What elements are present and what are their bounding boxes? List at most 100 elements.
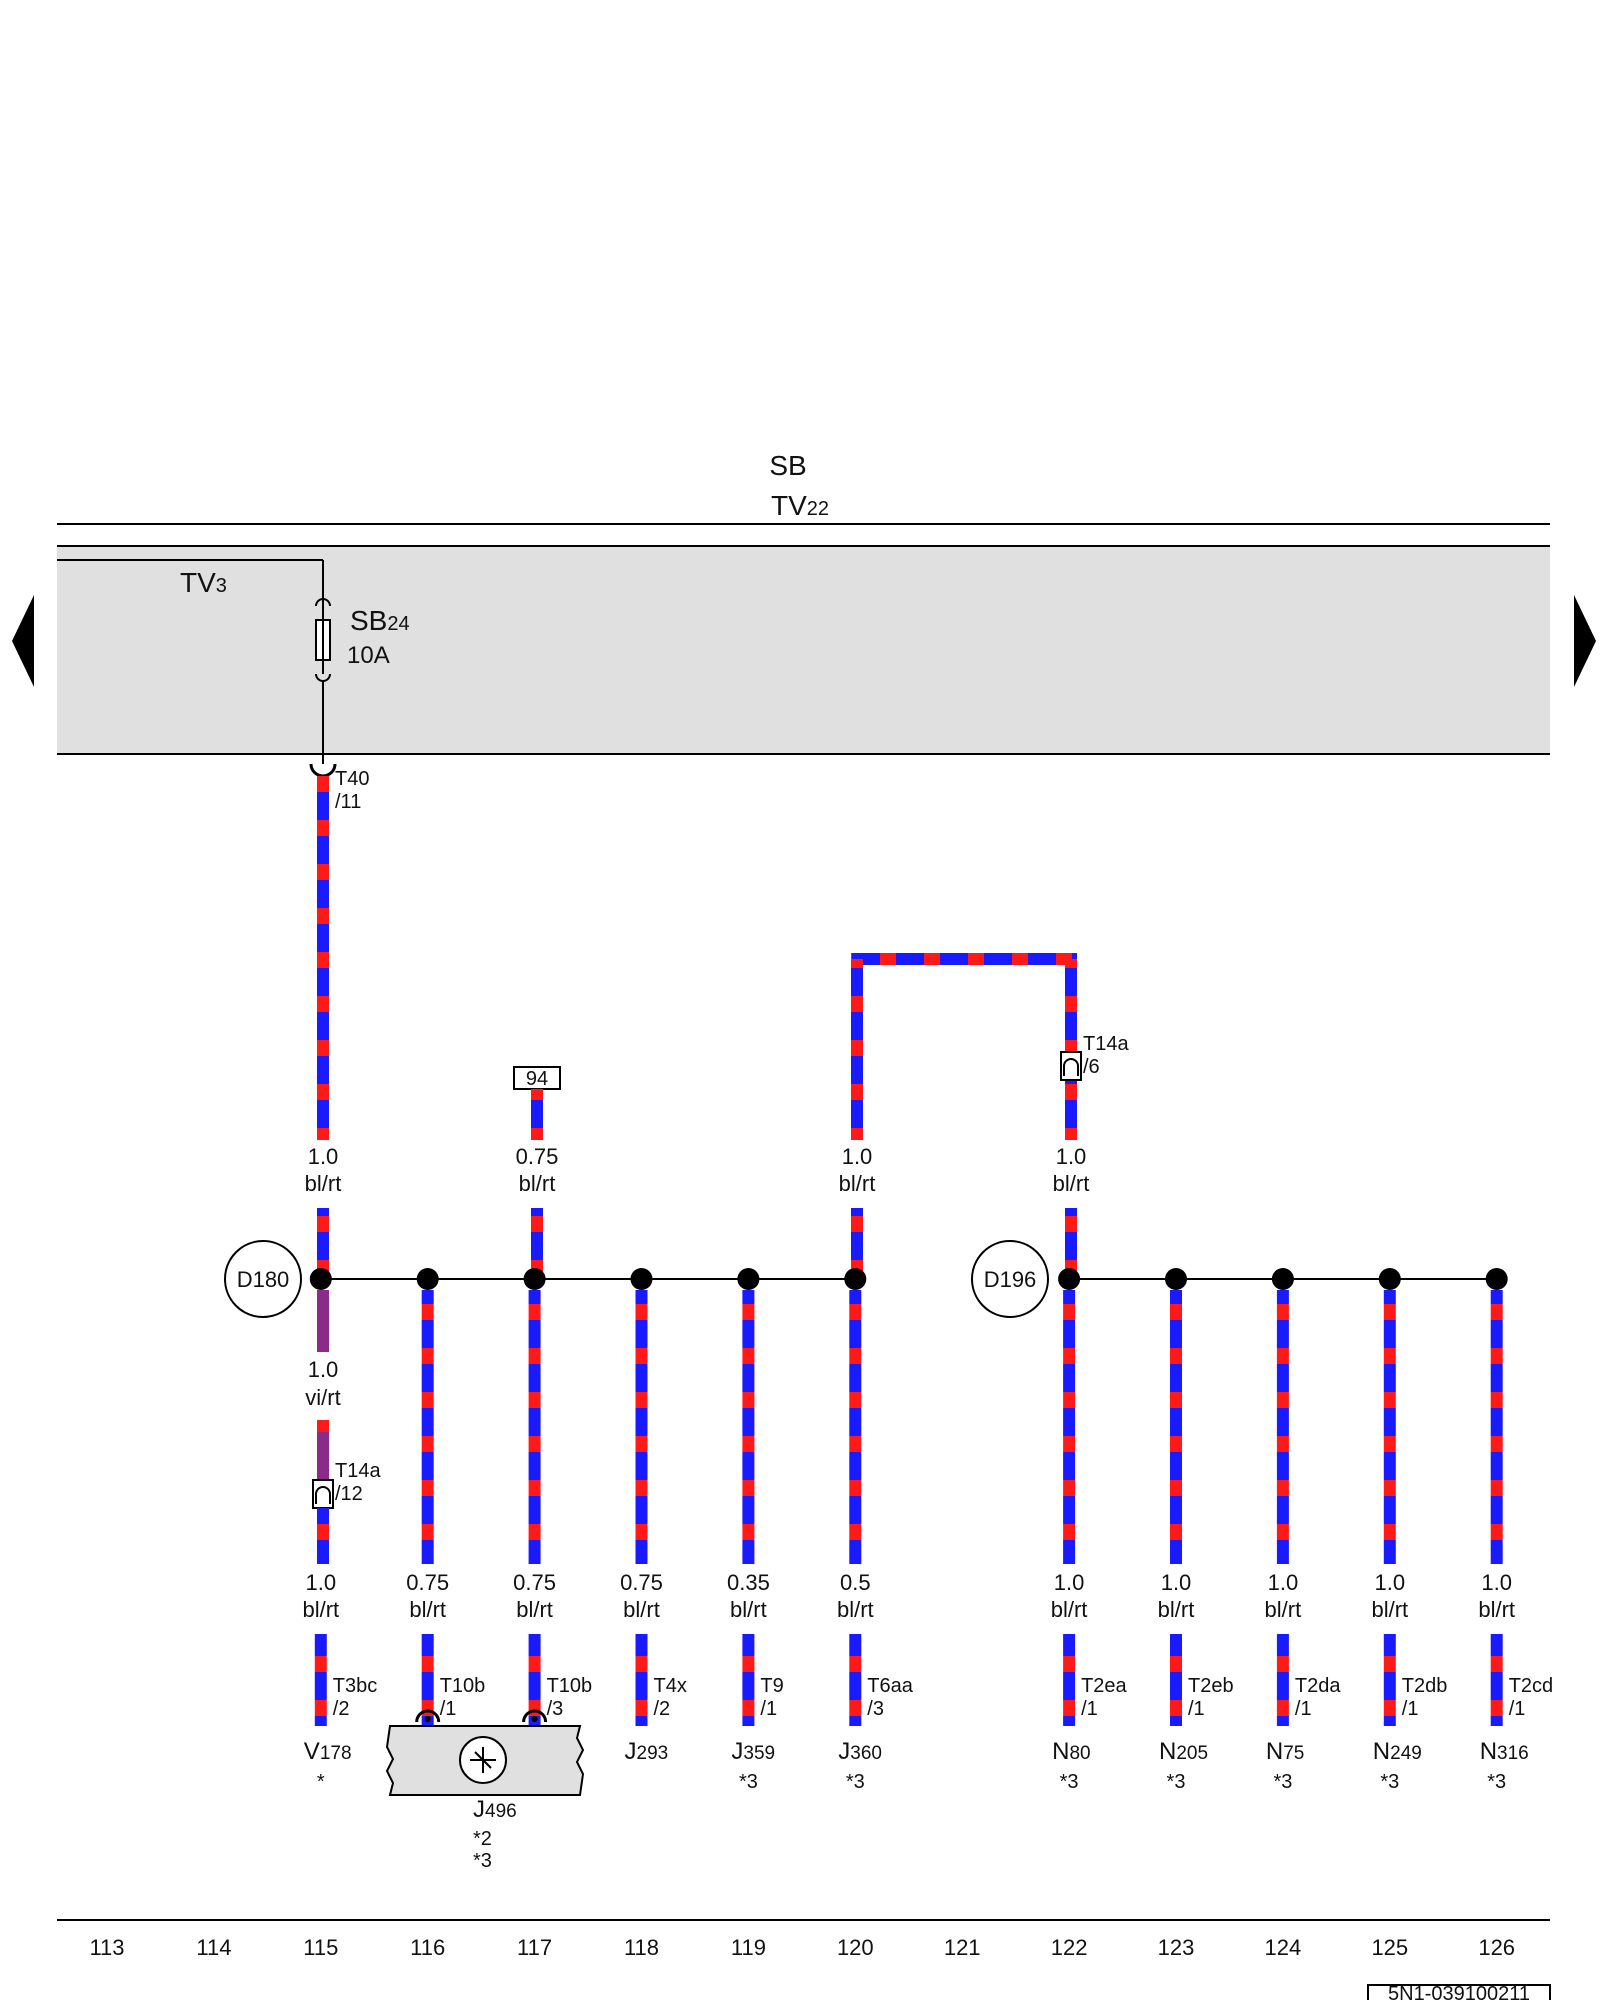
column-number-126: 126 (1478, 1935, 1515, 1960)
branch-117-wire-lower (528, 1634, 541, 1726)
branch-125-pin: /1 (1402, 1698, 1419, 1720)
branch-118-wire (635, 1290, 648, 1564)
branch-126-component-base: N (1480, 1738, 1497, 1765)
branch-123-size: 1.0 (1161, 1570, 1192, 1595)
branch-115-wire-lower (314, 1634, 327, 1726)
branch-119-pin: /1 (760, 1698, 777, 1720)
column-number-118: 118 (624, 1935, 659, 1960)
fuse-label-sub: 24 (387, 613, 409, 635)
t14a-12-conn: T14a (335, 1460, 381, 1482)
branch-116-size: 0.75 (406, 1570, 449, 1595)
pin-icon (522, 1709, 548, 1723)
branch-124-pin: /1 (1295, 1698, 1312, 1720)
wire-115-color: bl/rt (305, 1171, 342, 1196)
wire-120u-color: bl/rt (839, 1171, 876, 1196)
terminal-label: TV22 (771, 490, 829, 521)
branch-120-conn: T6aa (867, 1675, 913, 1697)
t40-conn: T40 (335, 768, 369, 790)
loop-wire-top (851, 953, 1077, 965)
j496-note-2: *3 (473, 1850, 492, 1872)
branch-125-wire (1383, 1290, 1396, 1564)
splice-node-123 (1165, 1268, 1187, 1290)
wire-115-upper (317, 776, 329, 1140)
branch-123-component-base: N (1159, 1738, 1176, 1765)
branch-124-note: *3 (1273, 1771, 1292, 1793)
wire-115-violet-b (317, 1420, 329, 1432)
column-number-120: 120 (837, 1935, 874, 1960)
doc-code-box (1367, 1984, 1551, 2000)
branch-115-component-sub: 178 (320, 1743, 352, 1764)
branch-116-pin: /1 (440, 1698, 457, 1720)
branch-126-component: N316 (1480, 1738, 1529, 1765)
branch-116-wire-lower (421, 1634, 434, 1726)
splice-node-126 (1485, 1268, 1508, 1290)
previous-page-arrow[interactable] (12, 595, 34, 687)
branch-122-component-base: N (1052, 1738, 1069, 1765)
branch-126-pin: /1 (1509, 1698, 1526, 1720)
column-number-124: 124 (1265, 1935, 1302, 1960)
column-number-125: 125 (1371, 1935, 1408, 1960)
branch-125-color: bl/rt (1371, 1597, 1408, 1622)
branch-124-component: N75 (1266, 1738, 1304, 1765)
branch-122-component-sub: 80 (1069, 1743, 1090, 1764)
branch-122-component: N80 (1052, 1738, 1090, 1765)
violet-wire-color: vi/rt (305, 1385, 340, 1410)
branch-119-wire-lower (742, 1634, 755, 1726)
splice-icon: D180 (224, 1240, 302, 1318)
next-page-arrow[interactable] (1574, 595, 1596, 687)
wire-122u-color: bl/rt (1053, 1171, 1090, 1196)
column-number-122: 122 (1051, 1935, 1088, 1960)
branch-119-note: *3 (739, 1771, 758, 1793)
component-j496: J496 *2 *3 (385, 1725, 585, 1872)
violet-wire-size: 1.0 (308, 1357, 339, 1382)
wire-117u-size: 0.75 (516, 1144, 559, 1169)
branch-125-component-base: N (1373, 1738, 1390, 1765)
branch-120-pin: /3 (867, 1698, 884, 1720)
branch-117-size: 0.75 (513, 1570, 556, 1595)
splice-node-125 (1378, 1268, 1401, 1290)
fuse-box-name: SB (769, 450, 806, 481)
branch-120-wire-lower (849, 1634, 862, 1726)
splice-node-115 (309, 1268, 332, 1290)
branch-123-note: *3 (1167, 1771, 1186, 1793)
branch-117-conn: T10b (547, 1675, 593, 1697)
branch-116-color: bl/rt (409, 1597, 446, 1622)
wire-115-violet-c (317, 1432, 329, 1482)
j496-note-1: *2 (473, 1828, 492, 1850)
loop-wire-120 (851, 959, 863, 1140)
branch-117-color: bl/rt (516, 1597, 553, 1622)
branch-119-component-sub: 359 (743, 1743, 775, 1764)
branch-126-color: bl/rt (1478, 1597, 1515, 1622)
connector-icon (309, 763, 337, 778)
fuse-label-base: SB (350, 605, 387, 636)
branch-123-color: bl/rt (1158, 1597, 1195, 1622)
splice-node-118 (630, 1268, 653, 1290)
terminal-label-base: TV (771, 490, 807, 521)
wire-122-upper-lower (1065, 1208, 1077, 1278)
branch-122-wire-lower (1063, 1634, 1076, 1726)
left-feed-label-sub: 3 (216, 575, 227, 597)
t14a-12-pin: /12 (335, 1483, 363, 1505)
branch-122-size: 1.0 (1054, 1570, 1085, 1595)
branch-122-note: *3 (1060, 1771, 1079, 1793)
branch-116-conn: T10b (440, 1675, 486, 1697)
j496-label-base: J (473, 1796, 485, 1823)
j496-label: J496 (473, 1796, 517, 1823)
column-number-115: 115 (303, 1935, 338, 1960)
splice-d196-label: D196 (984, 1267, 1037, 1292)
branch-120-component: J360 (838, 1738, 882, 1765)
branch-122-pin: /1 (1081, 1698, 1098, 1720)
branch-126-component-sub: 316 (1497, 1743, 1529, 1764)
branch-119-component-base: J (731, 1738, 743, 1765)
branch-123-component-sub: 205 (1176, 1743, 1208, 1764)
doc-code: 5N1-039100211 (1388, 1983, 1530, 2000)
branch-119-wire (742, 1290, 755, 1564)
loop-wire-122 (1065, 959, 1077, 1140)
wire-115-violet-a (317, 1290, 329, 1352)
wire-117-upper-lower (531, 1208, 543, 1278)
branch-118-component-base: J (625, 1738, 637, 1765)
column-number-116: 116 (410, 1935, 445, 1960)
column-number-119: 119 (731, 1935, 766, 1960)
splice-d180-label: D180 (237, 1267, 290, 1292)
